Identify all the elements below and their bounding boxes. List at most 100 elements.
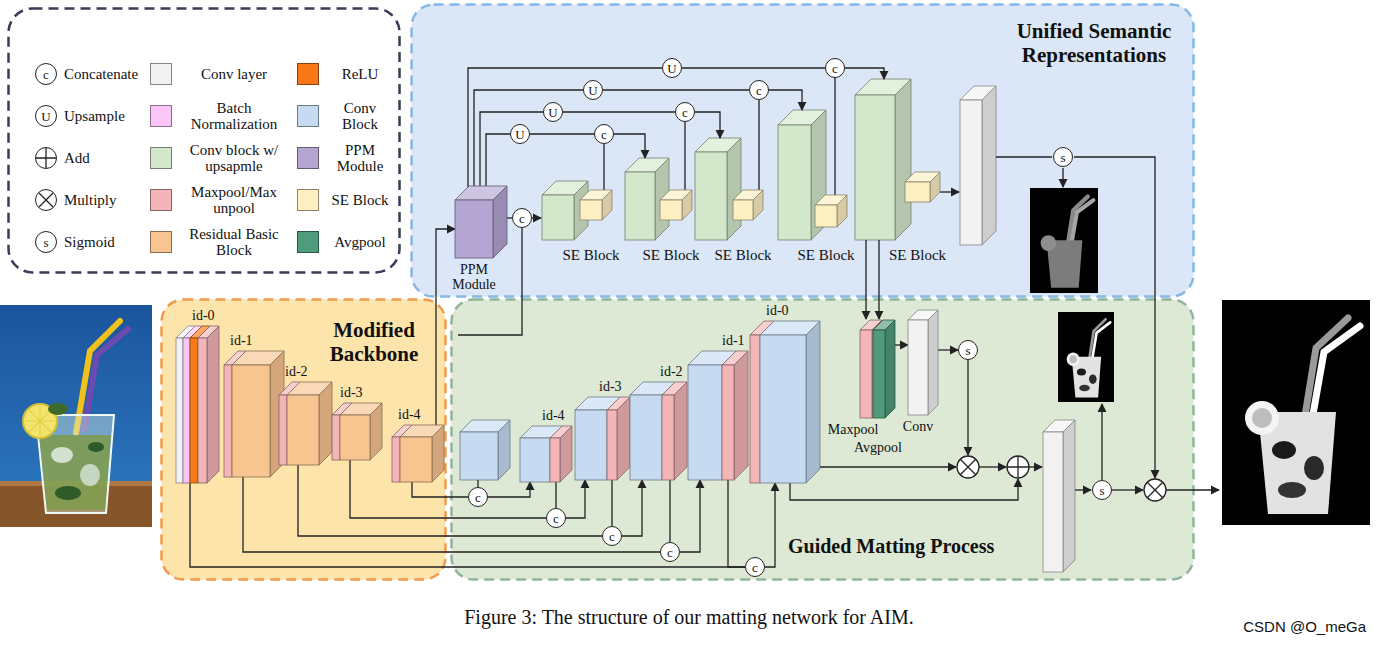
block-label: SE Block (642, 247, 699, 263)
circle-letter: U (667, 62, 676, 75)
legend-text-wrap: Maxpool/Max unpool (178, 184, 290, 217)
legend-swatch (297, 105, 319, 127)
title-wrap: Modified Backbone (318, 318, 430, 366)
connector (243, 477, 660, 552)
circle-letter: c (601, 128, 607, 141)
legend-text: Multiply (64, 192, 117, 208)
block-side-face (982, 86, 996, 245)
title-wrap: Unified Semantic Representations (998, 19, 1190, 67)
block-drawing (392, 425, 446, 484)
connector (834, 78, 835, 205)
block-front-face (392, 437, 400, 482)
region-background (452, 300, 1194, 580)
legend-text-wrap: ReLU (324, 66, 396, 83)
circle-letter: c (667, 546, 673, 559)
label-wrap: id-0 (192, 308, 215, 323)
block-front-face (580, 200, 602, 220)
legend-frame (9, 9, 400, 273)
figure-part (878, 240, 879, 319)
legend-text-wrap: Conv block w/ upsapmle (178, 142, 290, 175)
symbol-stroke (39, 193, 53, 207)
legend-text: Upsample (64, 108, 125, 124)
operator-circle: c (660, 542, 680, 562)
figure-part (845, 68, 884, 79)
figure-part (1144, 479, 1166, 501)
operator-circle: U (583, 80, 603, 100)
block-front-face (190, 338, 198, 483)
connector (728, 480, 745, 567)
block-drawing (575, 397, 632, 482)
figure-part (790, 479, 1018, 500)
operator-circle: c (594, 124, 614, 144)
block-drawing (905, 172, 942, 204)
legend-text-wrap: PPM Module (324, 142, 396, 175)
legend-text: Batch Normalization (191, 100, 278, 133)
block-front-face (722, 365, 734, 480)
symbol-letter: U (41, 110, 50, 123)
block-label: SE Block (797, 247, 854, 263)
operator-circle: s (1092, 480, 1112, 500)
layer-block: SE Block (660, 200, 682, 220)
connector (468, 68, 662, 200)
connector (563, 111, 675, 112)
block-drawing (660, 190, 694, 222)
block-drawing (455, 186, 509, 260)
block-side-face (734, 351, 748, 480)
connector (566, 480, 585, 518)
label-wrap: id-0 (766, 303, 789, 318)
figure-part (1007, 456, 1029, 478)
layer-block: SE Block (580, 200, 602, 220)
legend-swatch (297, 147, 319, 169)
block-side-face (662, 382, 675, 480)
block-front-face (695, 152, 727, 240)
figure-part (88, 442, 104, 452)
operator-circle: U (510, 124, 530, 144)
figure-part (806, 466, 956, 467)
region-panel: Modified Backboneid-0id-1id-2id-3id-4 (160, 298, 447, 581)
block-front-face (860, 330, 872, 418)
operator-circle: c (602, 526, 622, 546)
connector (412, 482, 468, 497)
symbol-letter: c (43, 68, 49, 81)
block-label: PPM Module (452, 262, 496, 292)
layer-block: SE Block (733, 200, 753, 220)
block-side-face (930, 172, 940, 202)
block-side-face (602, 190, 612, 220)
block-side-face (722, 351, 736, 480)
legend-text: Add (64, 150, 90, 166)
block-label: Avgpool (854, 440, 902, 455)
operator-circle: c (749, 80, 769, 100)
connector (682, 67, 825, 68)
label-wrap: PPM Module (443, 262, 505, 293)
connector (611, 480, 612, 526)
symbol-letter: s (43, 236, 48, 249)
block-front-face (625, 172, 655, 240)
legend-swatch (150, 63, 172, 85)
figure-part (55, 486, 81, 500)
figure-part (0, 305, 152, 527)
semantic-map (1030, 188, 1098, 293)
legend-text: Conv block w/ upsapmle (190, 142, 278, 175)
layer-block: id-3 (575, 410, 617, 480)
block-label: Conv (903, 419, 933, 434)
operator-circle: s (958, 340, 978, 360)
operator-circle: c (468, 487, 488, 507)
region-panel: Guided Matting Processid-4id-3id-2id-1id… (450, 298, 1195, 581)
block-drawing (224, 351, 286, 479)
block-front-face (778, 125, 811, 240)
block-side-face (493, 186, 507, 258)
block-drawing (873, 320, 897, 420)
legend-text-wrap: Concatenate (64, 66, 138, 83)
block-label: id-0 (766, 303, 789, 318)
block-drawing (815, 195, 849, 229)
figure-part (532, 217, 541, 218)
region-background (162, 300, 446, 580)
block-side-face (319, 382, 332, 465)
block-front-face (520, 438, 550, 482)
legend-text: PPM Module (337, 142, 384, 175)
legend-text-wrap: Conv layer (178, 66, 290, 83)
legend-text-wrap: Residual Basic Block (178, 226, 290, 259)
block-drawing (733, 190, 765, 222)
connector (530, 133, 594, 134)
